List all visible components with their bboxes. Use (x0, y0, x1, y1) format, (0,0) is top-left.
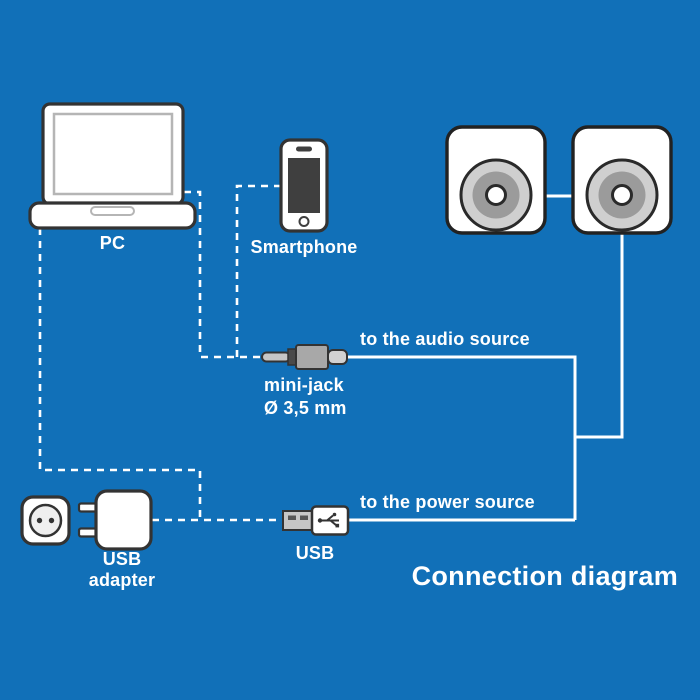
pc-label: PC (99, 233, 126, 253)
adapter-label-line1: USB (102, 549, 142, 569)
usb-label: USB (295, 543, 335, 563)
diagram-title: Connection diagram (411, 561, 678, 591)
speaker-feed-cable (575, 233, 624, 439)
audio-cable (347, 355, 577, 520)
usb-adapter-icon (77, 489, 153, 551)
minijack-label-line2: Ø 3,5 mm (264, 398, 347, 418)
speaker-left-icon (445, 125, 547, 235)
power-source-label: to the power source (360, 492, 535, 512)
smartphone-audio-cable-dashed (235, 184, 281, 357)
usb-plug-icon (282, 505, 350, 536)
power-socket-icon (20, 495, 71, 546)
pc-power-cable-dashed (38, 228, 202, 519)
smartphone-icon (279, 138, 329, 233)
smartphone-label: Smartphone (250, 237, 358, 257)
speaker-right-icon (571, 125, 673, 235)
mini-jack-icon (261, 344, 348, 370)
adapter-label-line2: adapter (88, 570, 156, 590)
audio-source-label: to the audio source (360, 329, 530, 349)
laptop-icon (28, 102, 197, 230)
pc-audio-cable-dashed (184, 190, 260, 359)
minijack-label-line1: mini-jack (264, 375, 344, 395)
